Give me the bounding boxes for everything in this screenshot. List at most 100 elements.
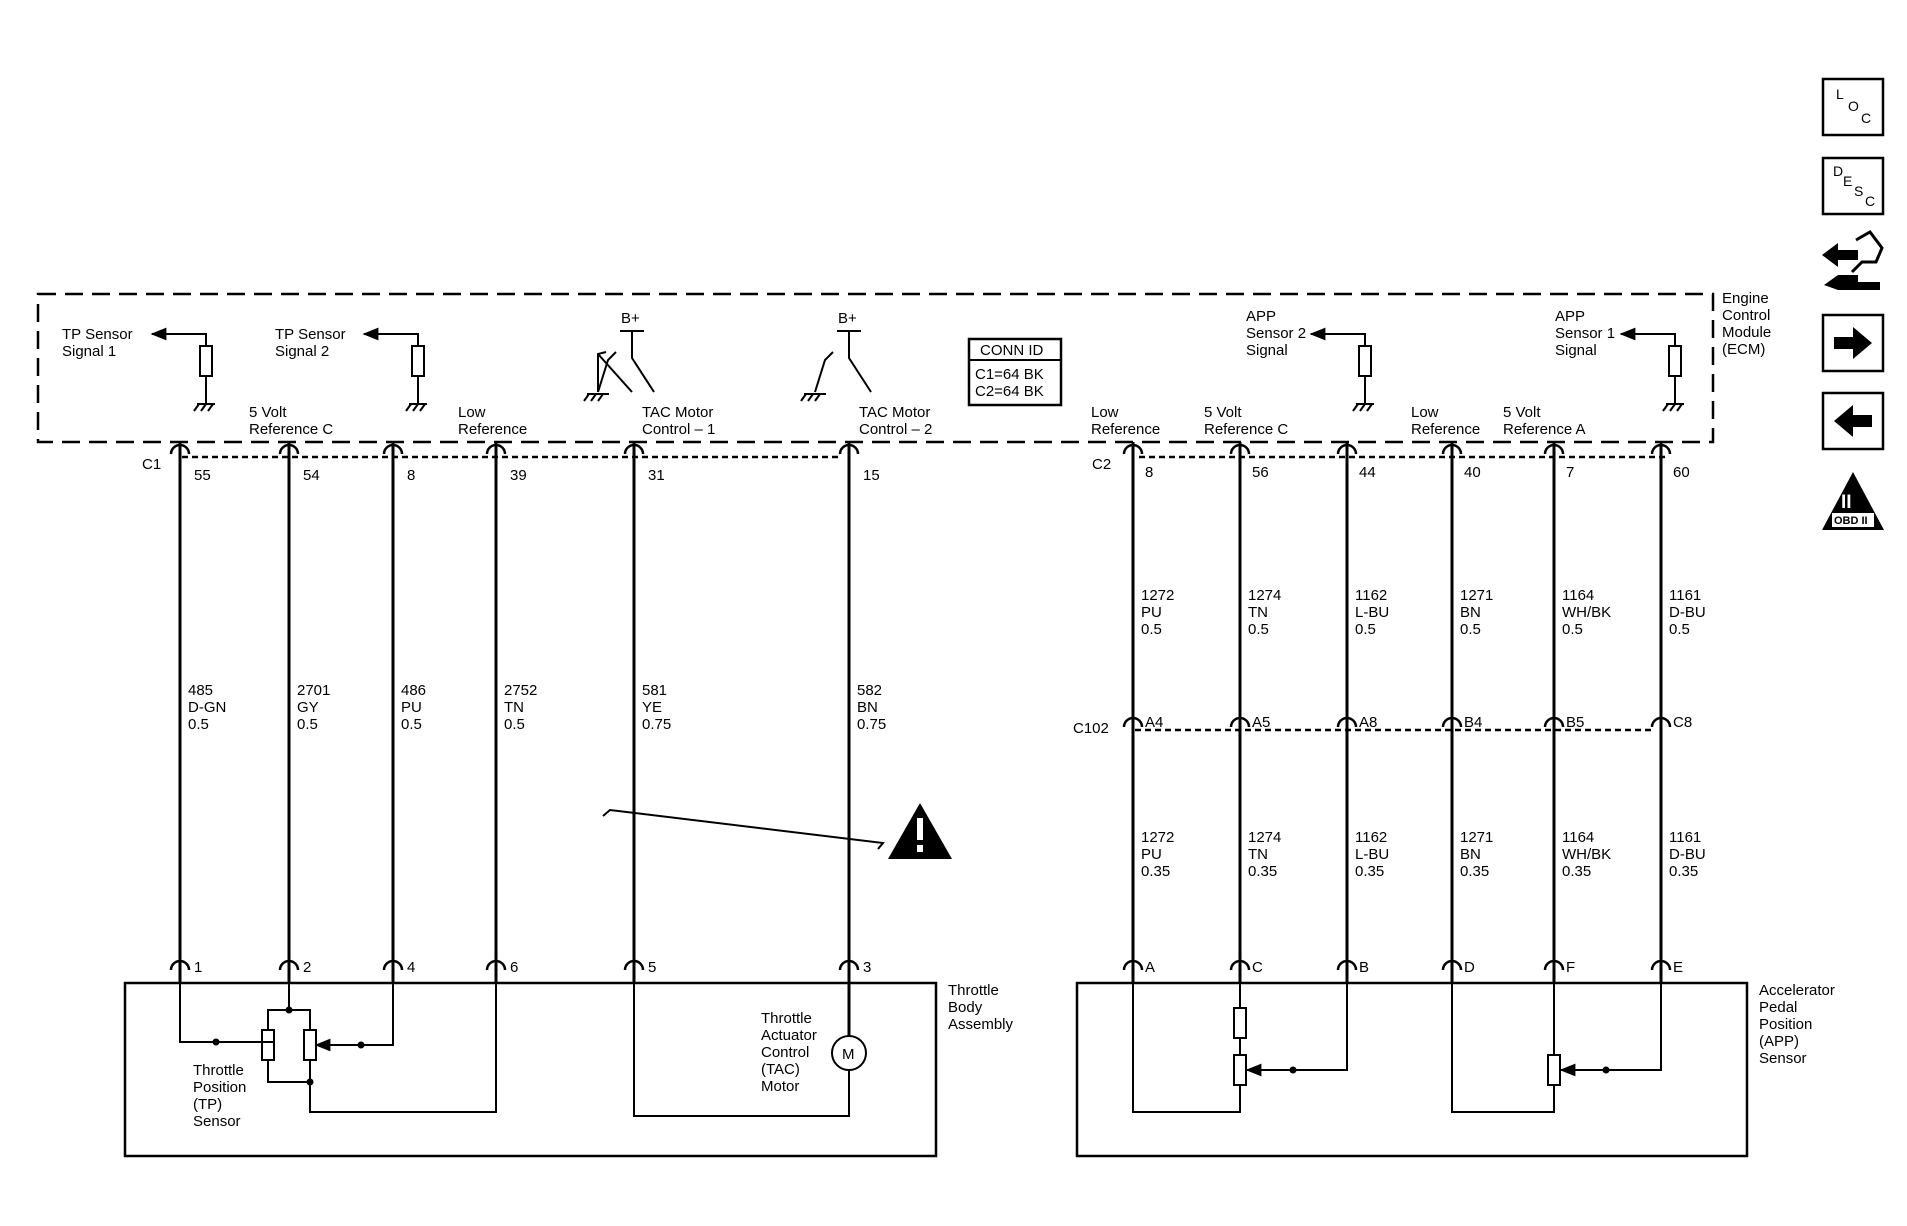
throttle-body-assembly-box xyxy=(123,981,938,1158)
component-pin: 5 xyxy=(648,959,656,976)
wire-gauge: 0.5 xyxy=(1141,621,1162,638)
circuit-number: 1164 xyxy=(1562,829,1594,846)
circuit-number: 582 xyxy=(857,682,882,699)
connector-pin xyxy=(1441,443,1463,455)
tp-sensor-signal-2-label: Signal 2 xyxy=(275,343,329,360)
wire-color: L-BU xyxy=(1355,846,1389,863)
c102-pin: B4 xyxy=(1464,714,1482,731)
component-pin: 2 xyxy=(303,959,311,976)
b-plus-label: B+ xyxy=(621,310,640,327)
connector-pin xyxy=(1441,716,1463,728)
wire-color: D-BU xyxy=(1669,846,1706,863)
wire-gauge: 0.35 xyxy=(1460,863,1489,880)
5v-reference-c-label: Reference C xyxy=(249,421,333,438)
loc-button[interactable]: L O C xyxy=(1821,77,1885,137)
next-page-button[interactable] xyxy=(1821,313,1885,373)
label-line: Throttle xyxy=(761,1010,812,1027)
wire-gauge: 0.35 xyxy=(1669,863,1698,880)
5v-reference-c-label: 5 Volt xyxy=(249,404,287,421)
low-reference-label: Reference xyxy=(458,421,527,438)
label-line: (APP) xyxy=(1759,1033,1799,1050)
component-pin: E xyxy=(1673,959,1683,976)
wire-gauge: 0.5 xyxy=(401,716,422,733)
ecm-internal-circuits xyxy=(150,327,1684,412)
label-line: (TP) xyxy=(193,1096,222,1113)
5v-reference-c-label: 5 Volt xyxy=(1204,404,1242,421)
component-pin: 4 xyxy=(407,959,415,976)
tp-sensor-resistor xyxy=(303,1029,317,1061)
connector-pin xyxy=(1441,959,1463,971)
wire-gauge: 0.75 xyxy=(642,716,671,733)
motor-icon xyxy=(831,1035,867,1071)
desc-button[interactable]: D E S C xyxy=(1821,156,1885,216)
wire-gauge: 0.35 xyxy=(1141,863,1170,880)
ecm-pin-number: 55 xyxy=(194,467,211,484)
pull-resistor xyxy=(1668,345,1682,377)
throttle-body-assembly-label: Throttle Body Assembly xyxy=(948,982,1014,1033)
b-plus-label: B+ xyxy=(838,310,857,327)
tp-sensor-label: Throttle Position (TP) Sensor xyxy=(193,1062,246,1130)
connector-pin xyxy=(382,443,404,455)
connector-pin xyxy=(485,443,507,455)
left-wires: 55485D-GN0.51542701GY0.528486PU0.5439275… xyxy=(169,442,886,983)
wire-color: TN xyxy=(1248,846,1268,863)
motor-symbol: M xyxy=(842,1046,855,1063)
wire-color: YE xyxy=(642,699,662,716)
wire-color: BN xyxy=(857,699,878,716)
wire-gauge: 0.5 xyxy=(1562,621,1583,638)
5v-reference-c-label: Reference C xyxy=(1204,421,1288,438)
c102-pin: A4 xyxy=(1145,714,1163,731)
connector-pin xyxy=(1229,443,1251,455)
connector-tool-icon[interactable] xyxy=(1822,230,1884,290)
label-line: Actuator xyxy=(761,1027,817,1044)
tp-sensor-signal-1-label: Signal 1 xyxy=(62,343,116,360)
desc-letter: E xyxy=(1843,173,1852,189)
component-pin: B xyxy=(1359,959,1369,976)
ecm-label: Engine Control Module (ECM) xyxy=(1722,290,1771,358)
c102-pin: A5 xyxy=(1252,714,1270,731)
app-sensor-1-signal-label: Sensor 1 xyxy=(1555,325,1615,342)
component-pin: C xyxy=(1252,959,1263,976)
wire-gauge: 0.35 xyxy=(1248,863,1277,880)
app-sensor-box xyxy=(1075,981,1749,1158)
label-line: Throttle xyxy=(193,1062,244,1079)
wire-gauge: 0.5 xyxy=(1355,621,1376,638)
conn-id-line: C1=64 BK xyxy=(975,366,1044,383)
tac-motor: M xyxy=(633,983,867,1117)
wire-color: PU xyxy=(401,699,422,716)
connector-pin xyxy=(278,443,300,455)
label-line: Control xyxy=(761,1044,809,1061)
arrow-left-icon xyxy=(1834,405,1872,437)
obd-ii-button[interactable]: II OBD II xyxy=(1822,472,1884,530)
wire-gauge: 0.35 xyxy=(1355,863,1384,880)
wire-gauge: 0.5 xyxy=(1248,621,1269,638)
low-reference-label: Low xyxy=(458,404,486,421)
wire-color: L-BU xyxy=(1355,604,1389,621)
circuit-number: 1272 xyxy=(1141,587,1174,604)
wire-color: TN xyxy=(1248,604,1268,621)
arrow-right-icon xyxy=(1834,327,1872,359)
ecm-pin-number: 39 xyxy=(510,467,527,484)
ecm-label-line: Control xyxy=(1722,307,1770,324)
connector-c2-label: C2 xyxy=(1092,456,1111,473)
ecm-pin-number: 56 xyxy=(1252,464,1269,481)
app-resistor xyxy=(1547,1054,1561,1086)
ecm-pin-number: 8 xyxy=(1145,464,1153,481)
conn-id-line: C2=64 BK xyxy=(975,383,1044,400)
connector-pin xyxy=(1336,443,1358,455)
tp-sensor-signal-2-label: TP Sensor xyxy=(275,326,346,343)
desc-letter: C xyxy=(1865,193,1875,209)
previous-page-button[interactable] xyxy=(1821,391,1885,451)
caution-icon[interactable] xyxy=(888,803,952,859)
wire-color: WH/BK xyxy=(1562,846,1611,863)
connector-pin xyxy=(1229,959,1251,971)
circuit-number: 581 xyxy=(642,682,667,699)
circuit-number: 1274 xyxy=(1248,829,1281,846)
loc-letter: L xyxy=(1836,86,1844,102)
connector-pin xyxy=(1122,959,1144,971)
label-line: Position xyxy=(193,1079,246,1096)
